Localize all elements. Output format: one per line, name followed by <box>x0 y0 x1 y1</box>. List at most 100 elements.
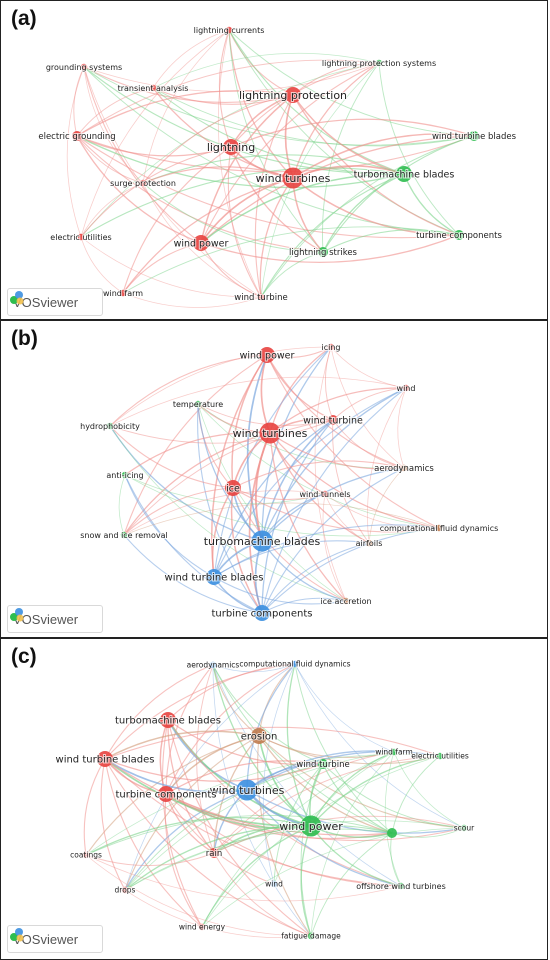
node-label: wind tunnels <box>299 490 350 499</box>
edge <box>261 467 405 614</box>
node-temperature[interactable] <box>194 400 202 408</box>
edge <box>85 854 402 902</box>
node-lightning-protection[interactable] <box>285 87 301 103</box>
node-wind-power[interactable] <box>193 235 209 251</box>
edge <box>292 177 460 236</box>
node-wind-energy[interactable] <box>198 923 206 931</box>
node-label: computational fluid dynamics <box>380 524 499 533</box>
edge <box>83 66 144 184</box>
node-hydrophobicity[interactable] <box>106 422 114 430</box>
node-turbomachine-blades[interactable] <box>396 166 412 182</box>
edge <box>232 487 440 533</box>
node-wind[interactable] <box>402 384 410 392</box>
node-turbomachine-blades[interactable] <box>160 712 176 728</box>
node-label: icing <box>322 343 341 352</box>
vosviewer-label: VOSviewer <box>13 294 79 310</box>
edge <box>212 664 312 827</box>
node-lightning-currents[interactable] <box>225 26 233 34</box>
node-electric-utilities[interactable] <box>436 752 444 760</box>
node-wind-turbines[interactable] <box>259 422 281 444</box>
node-electric-grounding[interactable] <box>72 131 82 141</box>
node-wind-turbine[interactable] <box>257 293 265 301</box>
edge <box>152 87 405 175</box>
node-turbine-components[interactable] <box>454 230 464 240</box>
node-wind-farm[interactable] <box>119 289 127 297</box>
edge <box>76 59 380 137</box>
edge <box>228 29 475 137</box>
node-wind-turbine[interactable] <box>318 759 328 769</box>
node-wind-turbines[interactable] <box>282 167 304 189</box>
edge <box>122 146 232 294</box>
node-electric-utilities[interactable] <box>77 233 85 241</box>
node-wind-farm[interactable] <box>390 748 398 756</box>
edge <box>85 814 393 856</box>
node-aerodynamics[interactable] <box>209 661 217 669</box>
edge <box>261 542 370 614</box>
node-coatings[interactable] <box>82 851 90 859</box>
edge <box>228 29 294 179</box>
node-label: wind energy <box>179 923 226 932</box>
node-drops[interactable] <box>121 886 129 894</box>
node-wind-turbine-blades[interactable] <box>206 569 222 585</box>
edge <box>80 236 262 298</box>
edges <box>83 663 465 938</box>
node-grounding-systems[interactable] <box>80 63 88 71</box>
node-wind-turbines[interactable] <box>236 779 258 801</box>
edge <box>261 540 347 602</box>
node-airfoils[interactable] <box>365 539 373 547</box>
node-label: rain <box>206 849 222 859</box>
node-ice-accretion[interactable] <box>342 597 350 605</box>
edge <box>218 29 232 148</box>
node-offshore-wind-turbines[interactable] <box>397 882 405 890</box>
edge <box>200 135 475 244</box>
node-wind[interactable] <box>270 880 278 888</box>
node-icing[interactable] <box>327 343 335 351</box>
node-label: transient analysis <box>118 84 189 93</box>
edge <box>294 663 465 829</box>
node-fatigue-damage[interactable] <box>307 932 315 940</box>
node-turbomachine-blades[interactable] <box>251 530 273 552</box>
node-wind-turbine[interactable] <box>328 415 338 425</box>
edge <box>122 292 262 308</box>
node-rain[interactable] <box>209 848 219 858</box>
node-wind-power[interactable] <box>300 815 322 837</box>
node-wind-turbine-blades[interactable] <box>469 131 479 141</box>
node-label: lightning strikes <box>289 248 358 258</box>
network-graph-b: wind powericingwindtemperaturehydrophobi… <box>79 342 499 621</box>
node-lightning[interactable] <box>223 139 239 155</box>
node-wind-tunnels[interactable] <box>321 490 329 498</box>
node-wind-turbine-blades[interactable] <box>97 751 113 767</box>
edge <box>211 354 268 578</box>
edge <box>246 789 465 834</box>
edge <box>124 820 465 891</box>
node-computational-fluid-dynamics[interactable] <box>435 524 443 532</box>
node-lightning-strikes[interactable] <box>318 247 328 257</box>
node-snow-and-ice-removal[interactable] <box>120 531 128 539</box>
node-wind-power[interactable] <box>259 347 275 363</box>
node-anti-icing[interactable] <box>121 471 129 479</box>
node-computational-fluid-dynamics[interactable] <box>291 660 299 668</box>
node-label: turbomachine blades <box>204 535 321 548</box>
node-ice[interactable] <box>225 480 241 496</box>
edge <box>80 29 230 238</box>
node-surge-protection[interactable] <box>139 179 147 187</box>
node-turbine-components[interactable] <box>254 605 270 621</box>
edge <box>167 719 215 854</box>
edge <box>83 66 262 298</box>
edge <box>200 242 262 298</box>
edge <box>152 87 294 105</box>
node-unlabeled[interactable] <box>387 828 397 838</box>
node-label: electric utilities <box>50 233 111 242</box>
edge <box>246 750 395 791</box>
edge <box>80 236 124 294</box>
node-aerodynamics[interactable] <box>400 464 408 472</box>
node-scour[interactable] <box>460 824 468 832</box>
node-label: wind turbines <box>210 784 285 797</box>
node-turbine-components[interactable] <box>158 786 174 802</box>
node-erosion[interactable] <box>251 728 267 744</box>
edge <box>152 29 230 89</box>
vosviewer-label: VOSviewer <box>13 611 79 627</box>
edge <box>368 467 405 544</box>
node-lightning-protection-systems[interactable] <box>375 59 383 67</box>
node-transient-analysis[interactable] <box>149 84 157 92</box>
